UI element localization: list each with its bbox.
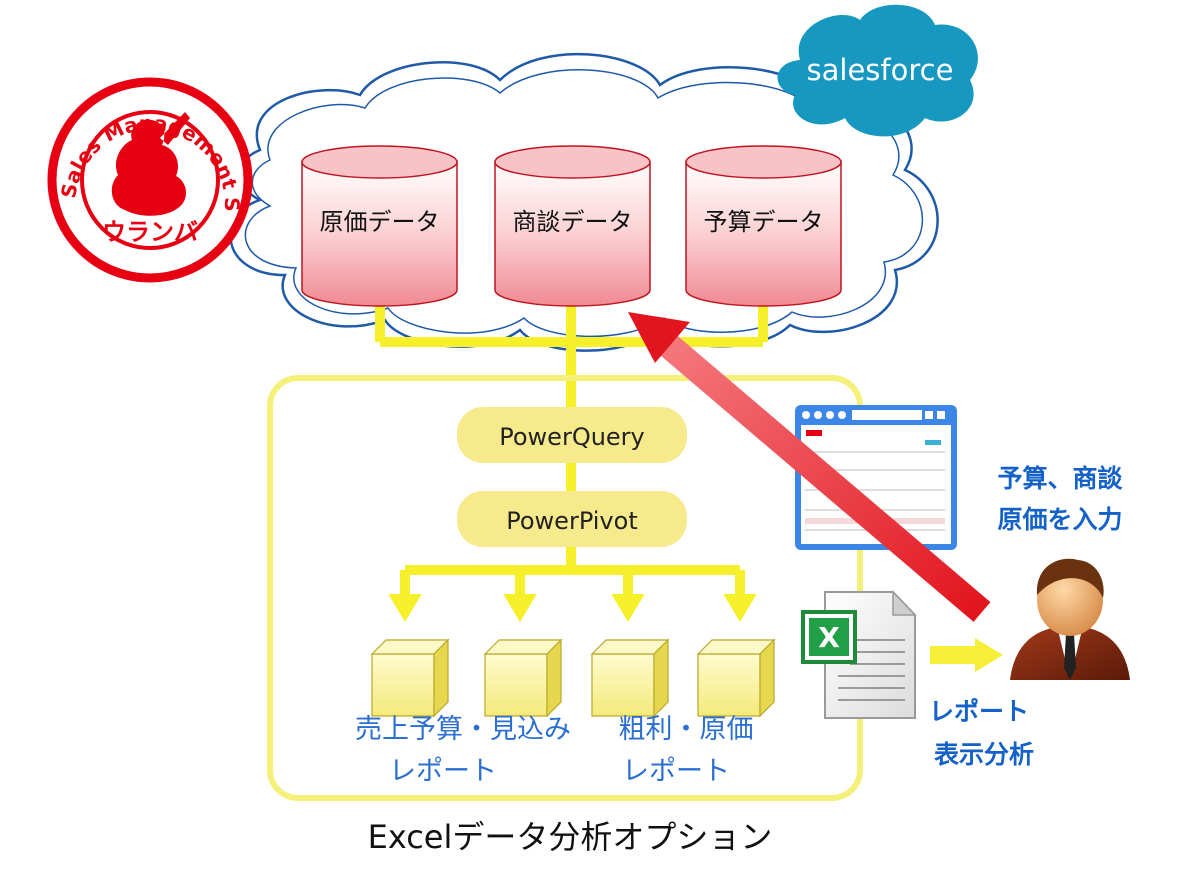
logo-brand-text: ウランバ: [102, 218, 198, 246]
powerpivot-box: [457, 491, 687, 547]
input-label: 予算、商談 原価を入力: [997, 464, 1123, 534]
salesforce-logo: salesforce: [777, 4, 978, 137]
database-cylinder: 予算データ: [685, 145, 842, 307]
excel-icon-letter: X: [818, 621, 840, 654]
report-arrow: [930, 638, 1003, 672]
svg-text:表示分析: 表示分析: [934, 740, 1034, 769]
database-label: 商談データ: [513, 208, 633, 236]
database-label: 原価データ: [320, 208, 440, 236]
svg-text:売上予算・見込み: 売上予算・見込み: [355, 714, 571, 745]
dancer-icon: [111, 112, 190, 216]
excel-file-icon: X: [801, 590, 917, 719]
cloud-inner-edge: [244, 69, 924, 338]
db-connector-lines: [375, 300, 768, 410]
report-cube-icon: [590, 638, 670, 718]
svg-text:レポート: レポート: [929, 697, 1029, 726]
database-cylinder: 原価データ: [301, 145, 458, 307]
database-cylinder: 商談データ: [494, 145, 651, 307]
profit-report-label: 粗利・原価 レポート: [619, 714, 754, 787]
salesforce-text: salesforce: [807, 53, 954, 87]
report-label: レポート 表示分析: [929, 697, 1034, 769]
powerpivot-label: PowerPivot: [506, 507, 637, 535]
svg-text:レポート: レポート: [622, 756, 730, 787]
sales-report-label: 売上予算・見込み レポート: [355, 714, 571, 787]
powerquery-box: [457, 407, 687, 463]
report-cube-icon: [696, 638, 776, 718]
report-cube-icon: [370, 638, 450, 718]
svg-text:レポート: レポート: [389, 756, 497, 787]
database-label: 予算データ: [704, 208, 824, 236]
excel-option-frame: [267, 375, 863, 801]
urumba-logo: Sales Management Service ウランバ: [0, 0, 253, 283]
user-avatar-icon: [1010, 558, 1130, 680]
powerquery-label: PowerQuery: [499, 423, 645, 451]
svg-text:原価を入力: 原価を入力: [997, 505, 1122, 534]
branch-arrows: [388, 565, 757, 622]
report-cube-icon: [483, 638, 563, 718]
input-arrow: [628, 312, 991, 622]
diagram-caption: Excelデータ分析オプション: [368, 818, 773, 856]
svg-text:粗利・原価: 粗利・原価: [619, 714, 754, 745]
svg-text:予算、商談: 予算、商談: [997, 464, 1123, 493]
